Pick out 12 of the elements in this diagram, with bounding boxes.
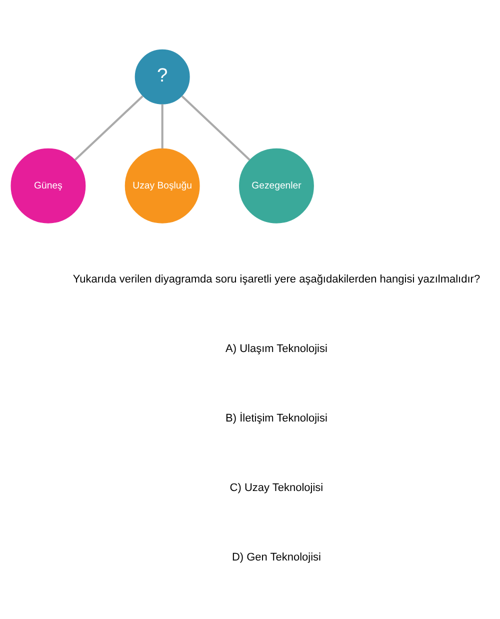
label: D) Gen Teknolojisi <box>232 550 322 563</box>
node-circle: Gezegenler <box>239 148 314 223</box>
label: Yukarıda verilen diyagramda soru işaretli yere aşağıdakilerden hangisi yazılmalıdır? <box>72 273 480 286</box>
node-circle: Uzay Boşluğu <box>124 148 200 223</box>
node-circle: Güneş <box>10 148 86 223</box>
connector <box>74 94 144 160</box>
label: C) Uzay Teknolojisi <box>230 482 324 494</box>
connector <box>181 94 250 160</box>
label: B) İletişim Teknolojisi <box>226 412 328 424</box>
label: A) Ulaşım Teknolojisi <box>226 342 328 355</box>
node-circle: ? <box>134 48 190 104</box>
connector <box>161 104 164 148</box>
